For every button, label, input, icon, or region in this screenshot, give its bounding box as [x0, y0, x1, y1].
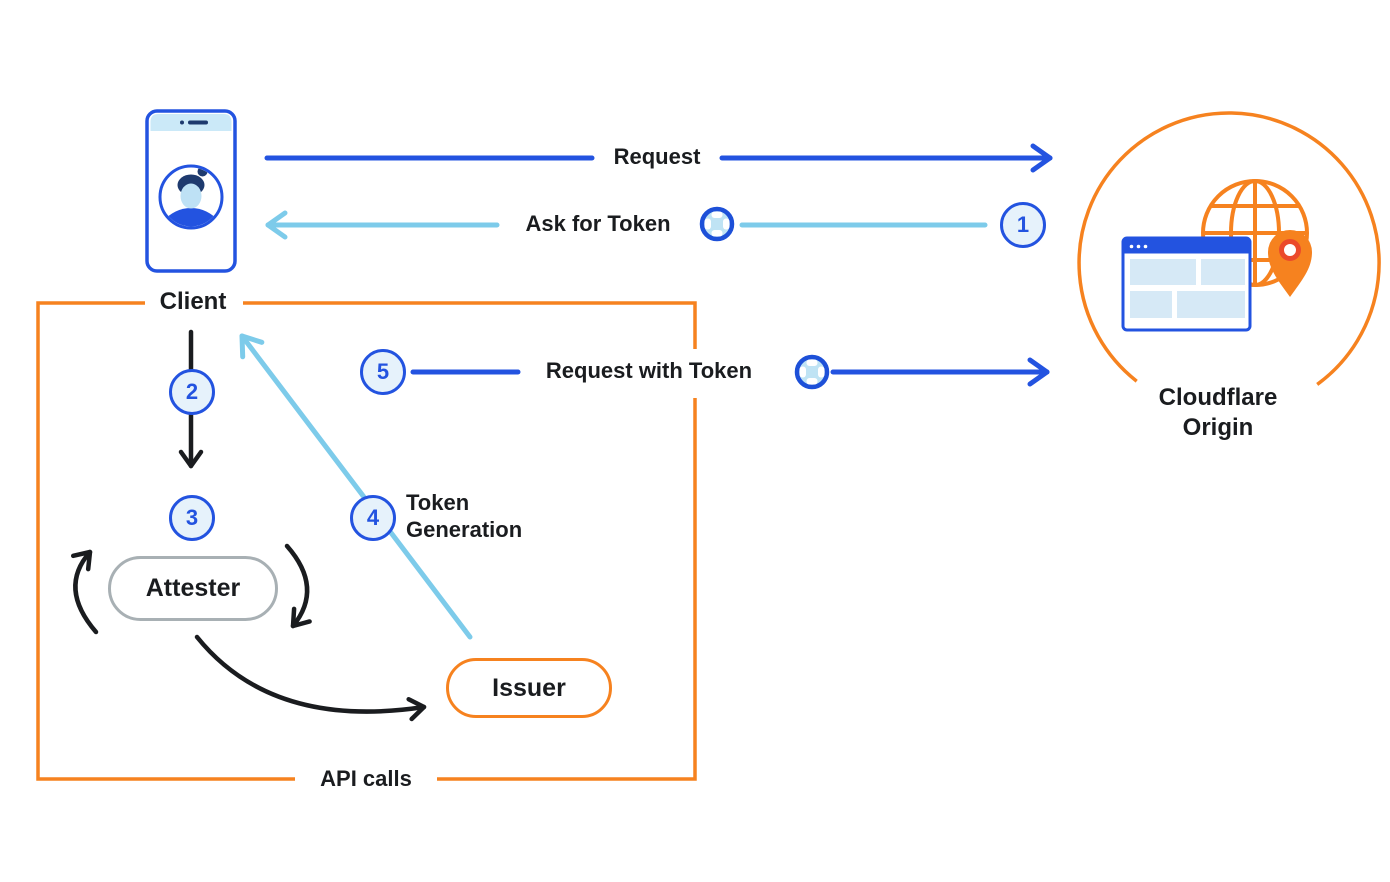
- cloudflare-origin-line2: Origin: [1182, 414, 1254, 441]
- token-generation-line1: Token: [406, 490, 470, 515]
- attester-loop-left-arrow: [70, 549, 99, 635]
- token-generation-line2: Generation: [406, 517, 523, 542]
- token-generation-arrow: [239, 333, 473, 640]
- origin-circle: [1077, 111, 1381, 386]
- api-calls-label: API calls: [320, 766, 412, 791]
- token-icon: [797, 357, 827, 387]
- attester-to-issuer-arrow: [194, 634, 427, 722]
- cloudflare-origin-line1: Cloudflare: [1158, 384, 1278, 411]
- step-badge-5: 5: [360, 349, 406, 395]
- user-avatar-icon: [158, 164, 224, 230]
- request-with-token-label: Request with Token: [545, 358, 753, 383]
- step-badge-2: 2: [169, 369, 215, 415]
- issuer-node: Issuer: [446, 658, 612, 718]
- client-label: Client: [159, 288, 227, 315]
- ask-for-token-label: Ask for Token: [525, 211, 671, 236]
- issuer-label: Issuer: [492, 673, 566, 702]
- step-badge-4: 4: [350, 495, 396, 541]
- token-generation-label: Token Generation: [406, 489, 522, 543]
- phone-icon: [145, 109, 237, 273]
- browser-window-icon: [1121, 236, 1252, 332]
- location-pin-icon: [1268, 230, 1312, 297]
- attester-node: Attester: [108, 556, 278, 621]
- cloudflare-origin-label: Cloudflare Origin: [1159, 383, 1278, 443]
- attester-loop-right-arrow: [284, 543, 312, 629]
- request-label: Request: [613, 144, 701, 169]
- attester-label: Attester: [145, 574, 241, 602]
- step-badge-3: 3: [169, 495, 215, 541]
- step-badge-1: 1: [1000, 202, 1046, 248]
- token-icon: [702, 209, 732, 239]
- api-calls-box: [36, 301, 697, 781]
